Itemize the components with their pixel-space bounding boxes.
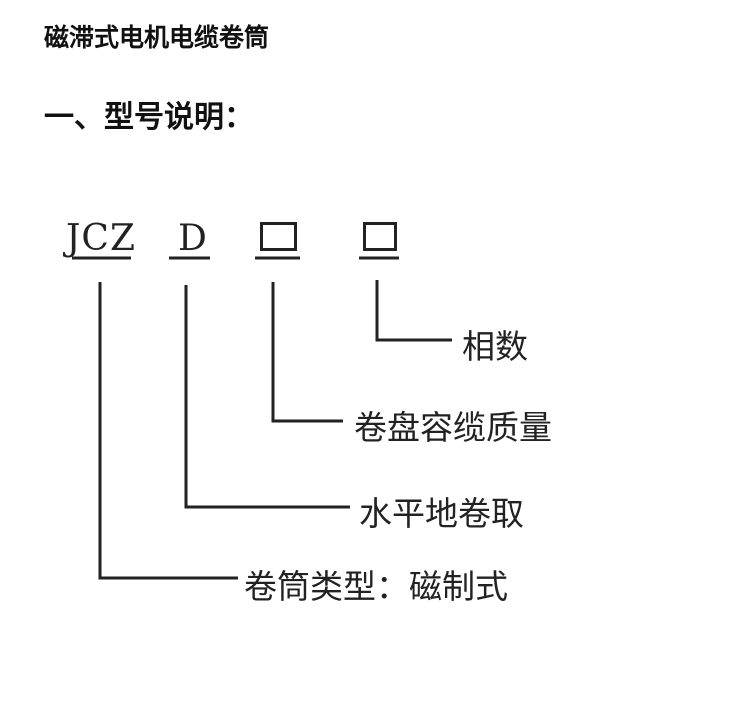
label-phase: 相数	[462, 327, 528, 366]
section-heading: 一、型号说明：	[44, 100, 254, 135]
label-drum-type: 卷筒类型：磁制式	[244, 567, 508, 606]
label-capacity: 卷盘容缆质量	[354, 408, 552, 447]
leader-phase	[375, 280, 452, 342]
leader-horizontal	[184, 285, 350, 509]
leader-capacity	[271, 282, 343, 423]
page-title: 磁滞式电机电缆卷筒	[44, 23, 270, 52]
model-prefix: JCZ	[66, 218, 136, 259]
leader-drum-type	[98, 282, 238, 580]
model-type-letter: D	[178, 218, 207, 259]
label-horizontal: 水平地卷取	[359, 494, 524, 533]
placeholder-box-phase	[363, 222, 397, 251]
placeholder-box-capacity	[260, 222, 297, 251]
